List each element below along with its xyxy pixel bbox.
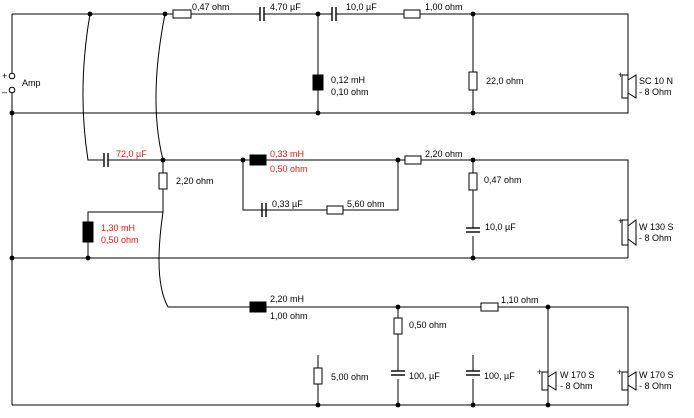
w-l1-value-label: 2,20 mH xyxy=(270,294,304,304)
resistor-r3 xyxy=(468,71,478,91)
l1-value-label: 0,12 mH xyxy=(331,75,365,85)
c-par-label: 0,33 µF xyxy=(272,199,303,209)
resistor-0r5 xyxy=(393,317,403,335)
speaker-sc10n-plus: + xyxy=(618,70,623,80)
resistor-2r2-shunt xyxy=(158,172,168,190)
r-par-label: 5,60 ohm xyxy=(347,199,385,209)
speaker-sc10n-name: SC 10 N xyxy=(639,76,673,86)
r-series-label: 2,20 ohm xyxy=(425,149,463,159)
speaker-w130s-name: W 130 S xyxy=(639,222,674,232)
resistor-5r0 xyxy=(313,367,323,385)
mid-branch: 72,0 µF 2,20 ohm 1,30 mH 0,50 ohm 0,33 m… xyxy=(82,149,674,246)
l-shunt-res-label: 0,50 ohm xyxy=(101,235,139,245)
speaker-w130s-cone xyxy=(627,219,637,246)
resistor-r2 xyxy=(403,9,421,19)
w-r-shunt-label: 5,00 ohm xyxy=(331,372,369,382)
w-r-zobel-label: 0,50 ohm xyxy=(409,320,447,330)
speaker-w170s-a-magnet xyxy=(541,371,549,391)
speaker-sc10n-imp: - 8 Ohm xyxy=(639,87,672,97)
speaker-w170s-a-name: W 170 S xyxy=(560,370,595,380)
speaker-w170s-b-name: W 170 S xyxy=(639,370,674,380)
resistor-1r1 xyxy=(480,302,499,312)
resistor-0r47-zobel xyxy=(468,172,478,191)
c-series-label: 72,0 µF xyxy=(116,149,147,159)
r3-label: 22,0 ohm xyxy=(486,76,524,86)
w-c2-label: 100, µF xyxy=(484,371,515,381)
speaker-w170s-a-imp: - 8 Ohm xyxy=(560,381,593,391)
r-zobel-label: 0,47 ohm xyxy=(484,175,522,185)
w-c1-label: 100, µF xyxy=(409,371,440,381)
speaker-w130s-plus: + xyxy=(618,216,623,226)
speaker-w170s-b-imp: - 8 Ohm xyxy=(639,381,672,391)
amp-label: Amp xyxy=(22,78,41,88)
l1-res-label: 0,10 ohm xyxy=(331,87,369,97)
c2-label: 10,0 µF xyxy=(346,2,377,12)
inductor-2mh2 xyxy=(249,301,267,313)
speaker-sc10n-magnet xyxy=(621,74,629,99)
speaker-w130s-magnet xyxy=(621,219,629,246)
amp-terminals: + – Amp xyxy=(2,71,41,97)
resistor-r1 xyxy=(172,9,192,19)
inductor-1mh3 xyxy=(82,221,94,243)
r2-label: 1,00 ohm xyxy=(425,2,463,12)
speaker-w130s-imp: - 8 Ohm xyxy=(639,233,672,243)
l-series-res-label: 0,50 ohm xyxy=(270,164,308,174)
wires xyxy=(11,13,629,406)
c-zobel-label: 10,0 µF xyxy=(485,222,516,232)
speaker-w170s-a-cone xyxy=(547,371,557,391)
woofer-branch: 2,20 mH 1,00 ohm 0,50 ohm 5,00 ohm 100, … xyxy=(249,294,674,391)
resistor-2r2-series xyxy=(404,155,422,165)
speaker-w170s-b-cone xyxy=(627,371,637,391)
l-shunt-value-label: 1,30 mH xyxy=(101,223,135,233)
speaker-w170s-b-magnet xyxy=(621,371,629,391)
amp-minus: – xyxy=(2,87,7,97)
l-series-value-label: 0,33 mH xyxy=(270,149,304,159)
speaker-w170s-b-plus: + xyxy=(617,367,622,377)
w-l2-res-label: 1,10 ohm xyxy=(501,295,539,305)
tweeter-branch: 0,47 ohm 4,70 µF 10,0 µF 1,00 ohm 0,12 m… xyxy=(172,2,673,99)
r-shunt-label: 2,20 ohm xyxy=(176,176,214,186)
speaker-w170s-a-plus: + xyxy=(537,367,542,377)
resistor-5r6 xyxy=(326,205,344,215)
inductor-0mh33 xyxy=(249,154,267,166)
junction-dots xyxy=(9,11,551,408)
inductor-l1 xyxy=(312,74,324,91)
speaker-sc10n-cone xyxy=(627,74,637,99)
r1-label: 0,47 ohm xyxy=(192,2,230,12)
amp-plus: + xyxy=(2,71,7,81)
c1-label: 4,70 µF xyxy=(270,2,301,12)
w-l1-res-label: 1,00 ohm xyxy=(270,311,308,321)
